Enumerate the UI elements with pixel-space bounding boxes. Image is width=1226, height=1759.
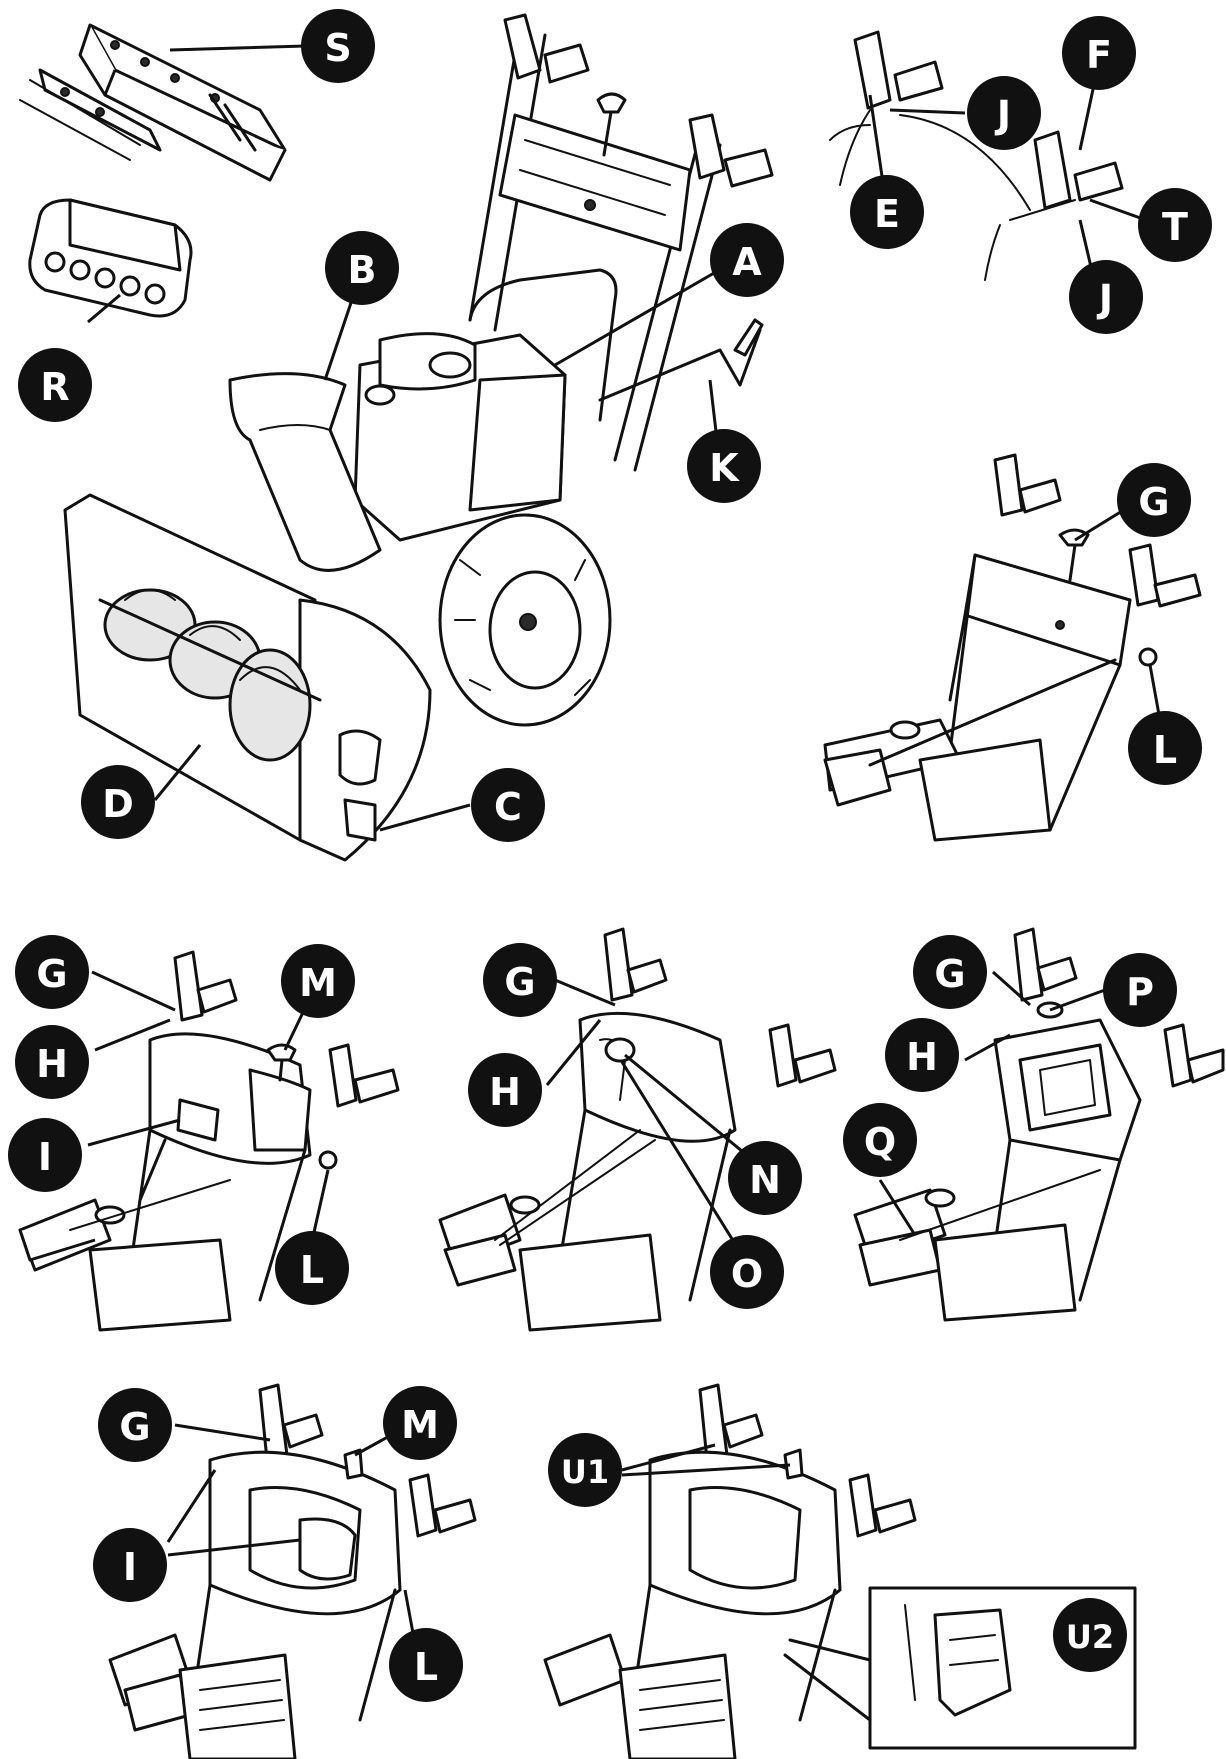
svg-text:T: T — [1162, 205, 1188, 249]
snowblower-main-view — [63, 13, 774, 862]
svg-text:D: D — [102, 782, 134, 826]
svg-text:R: R — [40, 365, 69, 409]
label-badge-g-4: G — [913, 935, 987, 1009]
label-badge-m-5: M — [383, 1386, 457, 1460]
label-badge-p-4: P — [1103, 953, 1177, 1027]
label-badge-l-2: L — [275, 1231, 349, 1305]
label-badge-l-5: L — [389, 1628, 463, 1702]
svg-text:L: L — [414, 1645, 438, 1689]
label-badge-h-2: H — [15, 1025, 89, 1099]
svg-text:I: I — [123, 1545, 137, 1589]
svg-text:G: G — [934, 952, 965, 996]
label-badge-k: K — [687, 429, 761, 503]
svg-text:I: I — [38, 1135, 52, 1179]
label-badge-f: F — [1062, 16, 1136, 90]
model-view-4 — [853, 927, 1225, 1322]
label-badge-u1: U1 — [548, 1433, 622, 1507]
svg-text:J: J — [994, 93, 1011, 137]
svg-text:K: K — [709, 446, 740, 490]
label-badge-g-1: G — [1117, 463, 1191, 537]
label-badge-m-2: M — [281, 944, 355, 1018]
svg-text:N: N — [749, 1158, 781, 1202]
label-badge-s: S — [301, 9, 375, 83]
svg-text:U2: U2 — [1066, 1618, 1114, 1656]
handle-control-detail — [829, 30, 1124, 281]
svg-text:F: F — [1086, 33, 1112, 77]
label-badge-d: D — [81, 765, 155, 839]
auger — [98, 588, 322, 762]
svg-text:B: B — [348, 248, 377, 292]
svg-text:M: M — [401, 1403, 439, 1447]
svg-text:A: A — [732, 240, 762, 284]
svg-text:Q: Q — [864, 1120, 896, 1164]
model-view-2 — [18, 950, 400, 1332]
svg-text:H: H — [906, 1035, 938, 1079]
label-badge-g-2: G — [15, 935, 89, 1009]
svg-text:E: E — [874, 192, 900, 236]
svg-text:J: J — [1096, 277, 1113, 321]
svg-text:G: G — [504, 960, 535, 1004]
model-view-5 — [108, 1383, 477, 1759]
label-badge-j-top: J — [967, 76, 1041, 150]
label-badge-e: E — [850, 175, 924, 249]
svg-text:G: G — [36, 952, 67, 996]
label-badge-i-2: I — [8, 1118, 82, 1192]
svg-text:G: G — [1138, 480, 1169, 524]
svg-text:L: L — [300, 1248, 324, 1292]
label-badge-h-4: H — [885, 1018, 959, 1092]
svg-text:C: C — [494, 785, 522, 829]
model-view-6 — [543, 1383, 917, 1759]
svg-text:H: H — [36, 1042, 68, 1086]
label-badge-b: B — [325, 231, 399, 305]
drift-cutter-accessory — [19, 23, 287, 182]
model-view-1 — [823, 453, 1202, 842]
svg-text:L: L — [1153, 728, 1177, 772]
svg-text:H: H — [489, 1070, 521, 1114]
svg-text:P: P — [1126, 970, 1154, 1014]
label-badge-o-3: O — [710, 1235, 784, 1309]
model-view-3 — [438, 927, 837, 1332]
label-badge-a: A — [710, 223, 784, 297]
svg-text:S: S — [324, 26, 351, 70]
label-badge-c: C — [471, 768, 545, 842]
label-badge-g-5: G — [98, 1388, 172, 1462]
label-badge-h-3: H — [468, 1053, 542, 1127]
label-badge-q-4: Q — [843, 1103, 917, 1177]
svg-text:O: O — [731, 1252, 763, 1296]
label-badge-n-3: N — [728, 1141, 802, 1215]
label-badge-r: R — [18, 348, 92, 422]
label-badge-u2: U2 — [1053, 1598, 1127, 1672]
label-badge-g-3: G — [483, 943, 557, 1017]
svg-text:U1: U1 — [561, 1453, 609, 1491]
svg-text:G: G — [119, 1405, 150, 1449]
leader-lines — [87, 44, 1167, 1661]
label-badge-j-bottom: J — [1069, 260, 1143, 334]
light-bar-accessory — [28, 198, 193, 318]
svg-text:M: M — [299, 961, 337, 1005]
label-badge-t: T — [1138, 188, 1212, 262]
label-badge-l-1: L — [1128, 711, 1202, 785]
label-badge-i-5: I — [93, 1528, 167, 1602]
